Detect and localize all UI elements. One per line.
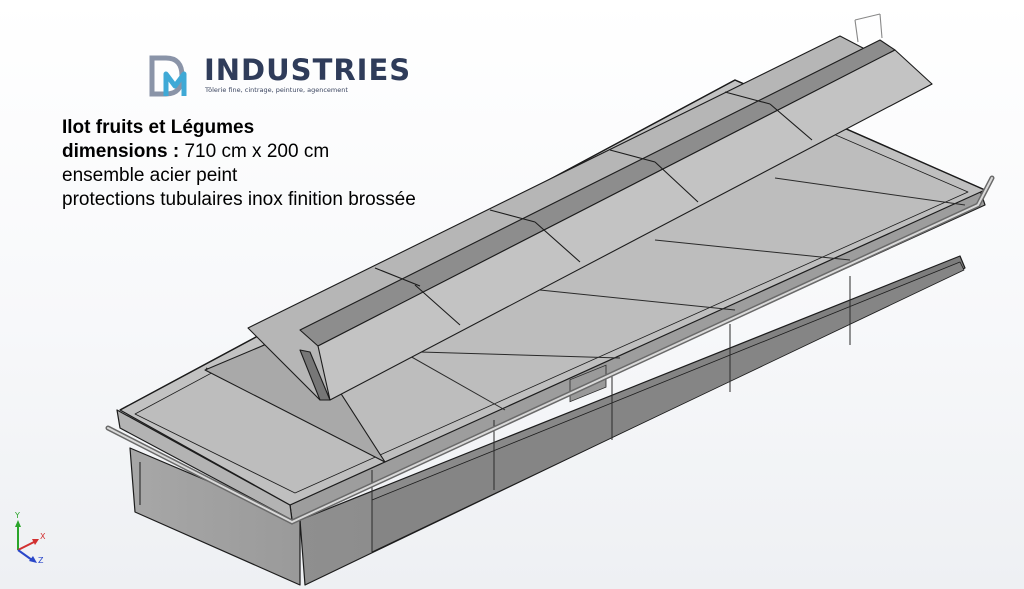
- material-text: ensemble acier peint: [62, 165, 238, 186]
- orientation-triad[interactable]: Y X Z: [6, 511, 50, 570]
- dm-monogram-icon: [149, 55, 187, 97]
- axis-x-label: X: [40, 532, 46, 541]
- dimensions-label: dimensions :: [62, 141, 180, 162]
- protection-text: protections tubulaires inox finition bro…: [62, 189, 416, 210]
- axis-triad-icon: [15, 520, 39, 563]
- product-description: Ilot fruits et Légumes dimensions : 710 …: [62, 116, 416, 212]
- product-title: Ilot fruits et Légumes: [62, 117, 255, 138]
- dm-industries-logo: INDUSTRIES Tôlerie fine, cintrage, peint…: [148, 52, 410, 100]
- logo-wordmark: INDUSTRIES: [204, 53, 412, 87]
- axis-z-label: Z: [38, 556, 44, 565]
- axis-y-label: Y: [15, 511, 20, 520]
- tubular-rail: [105, 175, 995, 525]
- upper-display: [204, 13, 933, 463]
- logo-tagline: Tôlerie fine, cintrage, peinture, agence…: [205, 86, 348, 94]
- dimensions-value: 710 cm x 200 cm: [184, 141, 330, 162]
